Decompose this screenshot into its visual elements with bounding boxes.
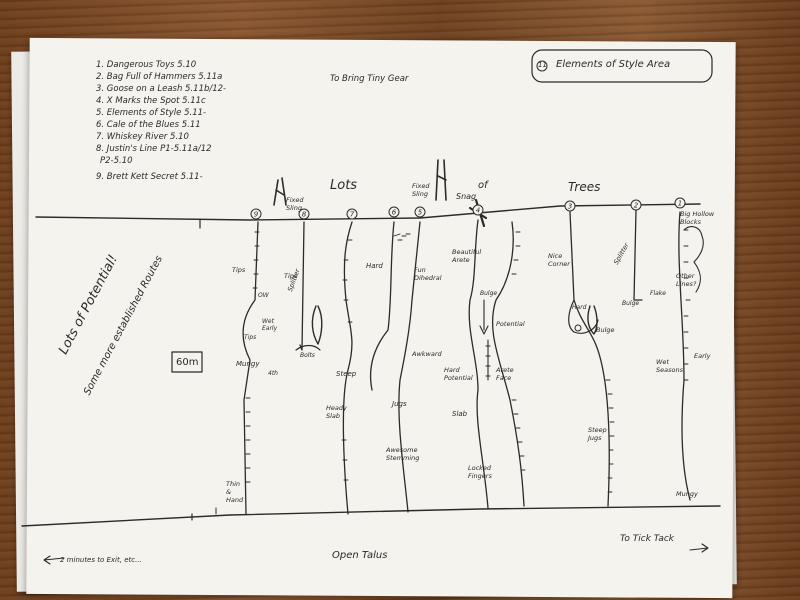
- route-list-item: 1. Dangerous Toys 5.10: [96, 60, 197, 70]
- route-7-line: [342, 221, 353, 515]
- route-list-item: 2. Bag Full of Hammers 5.11a: [96, 72, 223, 82]
- footer-approach: 2 minutes to Exit, etc...: [60, 556, 142, 564]
- note-slab: Slab: [452, 410, 468, 418]
- route-4-line: [468, 219, 489, 509]
- note-awkward: Awkward: [412, 350, 442, 358]
- small-tree-1: [311, 305, 323, 345]
- route-8-line: [299, 221, 305, 351]
- route-number-circle: [414, 206, 426, 218]
- note-bulge-right: Bulge: [622, 300, 640, 307]
- note-bolts: Bolts: [300, 352, 315, 359]
- note-thin: Tips: [244, 334, 257, 341]
- route-3-line: [491, 221, 525, 507]
- right-arrow: [689, 543, 709, 553]
- note-hard-ledge: Hard: [572, 304, 587, 311]
- height-box-text: 60m: [176, 357, 199, 368]
- route-number-label: 5: [418, 209, 423, 217]
- left-arrow: [43, 555, 65, 565]
- note-steep: Steep: [336, 370, 357, 378]
- note-bulge-mid: Bulge: [480, 290, 498, 297]
- route-2-line: [569, 211, 610, 507]
- route-number-circle: [346, 208, 358, 220]
- route-list-item: 8. Justin's Line P1-5.11a/12: [96, 144, 212, 154]
- route-6-line: [369, 221, 395, 391]
- route-number-circle: [674, 197, 686, 209]
- note-tips-mid: Tips: [284, 272, 298, 280]
- ridge-label-lots: Lots: [330, 178, 358, 193]
- route-number-circle: [388, 206, 400, 218]
- ridge-label-snag: Snag: [456, 192, 477, 201]
- note-arete-face: Arete Face: [496, 366, 514, 382]
- note-nice-corner: Nice Corner: [548, 252, 570, 268]
- ridge-label-fixed-sling-1: Fixed Sling: [286, 196, 304, 212]
- ridge-label-of: of: [478, 180, 488, 191]
- cliff-base-line: [21, 505, 721, 527]
- route-list-item: 5. Elements of Style 5.11-: [96, 108, 207, 118]
- area-badge-number-circle: [536, 60, 548, 72]
- area-badge-title: Elements of Style Area: [556, 59, 671, 70]
- route-number-label: 7: [350, 211, 355, 219]
- note-awesome-stemming: Awesome Stemming: [386, 446, 420, 462]
- route-number-label: 6: [392, 209, 397, 217]
- note-tips-left: Tips: [232, 266, 246, 274]
- route-number-circle: [564, 200, 576, 212]
- route-list-item: P2-5.10: [100, 156, 133, 166]
- ridge-label-fixed-sling-2: Fixed Sling: [412, 182, 430, 198]
- route-9-line: [242, 221, 259, 515]
- footer-tick-tack: To Tick Tack: [620, 534, 674, 544]
- note-flake: Flake: [650, 290, 666, 297]
- note-hard: Hard: [366, 262, 383, 270]
- note-mungy-right: Mungy: [676, 490, 698, 498]
- route-list-item: 9. Brett Kett Secret 5.11-: [96, 172, 203, 182]
- tree-sketch-1: [273, 177, 287, 206]
- route-list-item: 3. Goose on a Leash 5.11b/12-: [96, 84, 227, 94]
- route-number-circle: [630, 199, 642, 211]
- height-box-frame: [171, 351, 203, 373]
- note-thin-hand: Thin & Hand: [226, 480, 244, 504]
- note-hard-potential: Hard Potential: [444, 366, 473, 382]
- route-number-label: 3: [568, 203, 572, 211]
- route-1-line: [678, 211, 691, 501]
- note-ow: OW: [258, 292, 269, 299]
- note-other-lines: Other Lines?: [676, 272, 697, 288]
- note-jugs: Jugs: [392, 400, 407, 408]
- footer-open-talus: Open Talus: [332, 550, 388, 561]
- route-1a-line: [633, 209, 643, 301]
- route-number-label: 9: [254, 211, 259, 219]
- note-4th: 4th: [268, 370, 278, 377]
- tree-sketch-2: [435, 159, 447, 201]
- route-list-item: 4. X Marks the Spot 5.11c: [96, 96, 206, 106]
- note-wet-early-left: Wet Early: [262, 318, 278, 332]
- route-number-label: 4: [476, 207, 480, 215]
- note-early: Early: [694, 352, 711, 360]
- route-number-label: 1: [678, 200, 682, 208]
- route-number-markers: 9 8 7 6 5 4 3 2 1: [250, 197, 686, 220]
- area-badge-number: 11: [538, 61, 547, 69]
- note-locked-fingers: Locked Fingers: [468, 464, 492, 480]
- ridge-label-trees: Trees: [568, 180, 601, 194]
- top-note: To Bring Tiny Gear: [330, 74, 409, 84]
- note-wet-seasons: Wet Seasons: [656, 358, 683, 374]
- note-fun-dihedral: Fun Dihedral: [414, 266, 442, 282]
- note-bulge-low: Bulge: [596, 326, 615, 334]
- route-list-item: 6. Cale of the Blues 5.11: [96, 120, 201, 130]
- cliff-top-line: [35, 203, 701, 221]
- note-potential: Potential: [496, 320, 525, 328]
- note-beautiful-arete: Beautiful Arete: [452, 248, 482, 264]
- route-number-circle: [298, 208, 310, 220]
- note-mungy-left: Mungy: [236, 360, 260, 368]
- note-big-hollow-blocks: Big Hollow Blocks: [680, 210, 715, 226]
- note-steep-jugs: Steep Jugs: [588, 426, 607, 442]
- small-tree-2: [587, 305, 598, 335]
- area-badge-frame: [531, 49, 713, 83]
- route-number-circle: [250, 208, 262, 220]
- route-list-item: 7. Whiskey River 5.10: [96, 132, 189, 142]
- route-number-label: 2: [634, 202, 639, 210]
- route-number-circle: [472, 204, 484, 216]
- route-5-line: [398, 221, 421, 513]
- note-heady-slab: Heady Slab: [326, 404, 347, 420]
- route-number-label: 8: [302, 211, 307, 219]
